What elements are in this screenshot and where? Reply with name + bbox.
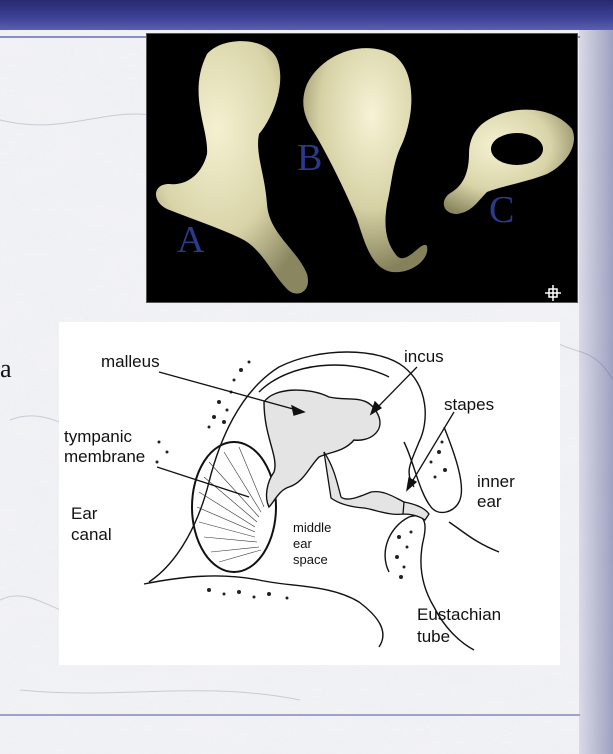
right-edge-bar [579,30,613,754]
label-stapes: stapes [444,395,494,414]
label-malleus: malleus [101,352,160,371]
tympanic-membrane-shape [191,441,277,573]
label-tympanic: tympanic [64,427,133,446]
malleus-bone-image [155,41,308,294]
label-inner: inner [477,472,515,491]
label-incus: incus [404,347,444,366]
crosshair-cursor-icon [545,285,561,301]
label-membrane: membrane [64,447,145,466]
label-canal: canal [71,525,112,544]
ossicle-chain-shape [263,389,381,509]
bottom-divider [0,714,580,716]
ossicles-photo: A B C [146,33,578,303]
ear-anatomy-diagram: malleus incus stapes tympanic membrane i… [59,322,560,665]
incus-bone-image [303,48,428,273]
label-space: space [293,552,328,567]
photo-label-c: C [489,189,514,231]
photo-label-b: B [297,137,322,179]
title-bar [0,0,613,30]
label-middle: middle [293,520,331,535]
label-inner-ear: ear [477,492,502,511]
label-eustachian: Eustachian [417,605,501,624]
label-ear: Ear [71,504,98,523]
label-middle-ear: ear [293,536,312,551]
cut-off-body-text: a [0,354,12,383]
photo-label-a: A [177,219,205,261]
label-tube: tube [417,627,450,646]
